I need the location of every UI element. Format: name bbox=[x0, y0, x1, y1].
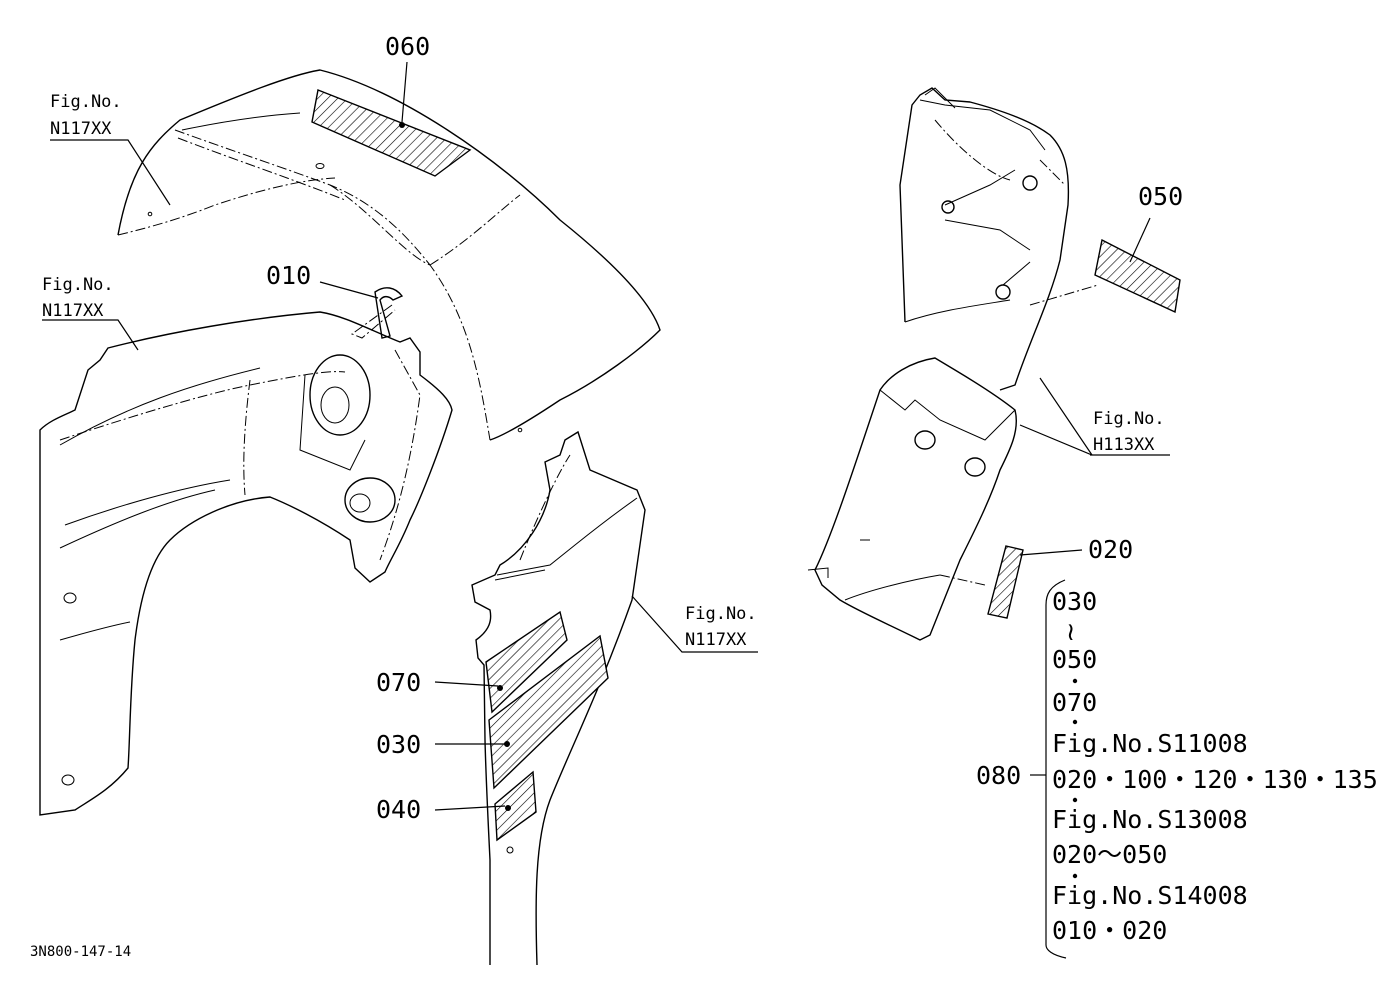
leader-lines bbox=[42, 61, 1170, 959]
decal-040 bbox=[494, 770, 537, 842]
kit-item: 010・020 bbox=[1052, 916, 1167, 945]
clip-010 bbox=[374, 287, 404, 339]
kit-item: 020・100・120・130・135 bbox=[1052, 765, 1378, 794]
part-label-010: 010 bbox=[266, 261, 311, 290]
kit-item: 020〜050 bbox=[1052, 840, 1167, 869]
kit-item: 050 bbox=[1052, 645, 1097, 674]
fig-ref-top-left-line1: Fig.No. bbox=[50, 92, 122, 112]
fig-ref-mid-left-line2: N117XX bbox=[42, 301, 104, 321]
part-label-030: 030 bbox=[376, 730, 421, 759]
kit-item: Fig.No.S13008 bbox=[1052, 805, 1248, 834]
kit-item: 030 bbox=[1052, 587, 1097, 616]
fig-ref-mid-left-line1: Fig.No. bbox=[42, 275, 114, 295]
fig-ref-center-line2: N117XX bbox=[685, 630, 747, 650]
decal-060 bbox=[311, 89, 472, 177]
fender-top-drawing bbox=[117, 69, 661, 441]
decal-050 bbox=[1094, 238, 1181, 314]
part-label-070: 070 bbox=[376, 668, 421, 697]
kit-item: 070 bbox=[1052, 688, 1097, 717]
part-label-080: 080 bbox=[976, 761, 1021, 790]
fig-ref-right-line1: Fig.No. bbox=[1093, 409, 1165, 429]
panel-right-lower-drawing bbox=[807, 357, 1017, 641]
kit-item: Fig.No.S14008 bbox=[1052, 881, 1248, 910]
part-label-050: 050 bbox=[1138, 182, 1183, 211]
kit-item: Fig.No.S11008 bbox=[1052, 729, 1248, 758]
fig-ref-center-line1: Fig.No. bbox=[685, 604, 757, 624]
diagram-code: 3N800-147-14 bbox=[30, 944, 131, 960]
fig-ref-right-line2: H113XX bbox=[1093, 435, 1155, 455]
fig-ref-top-left-line2: N117XX bbox=[50, 119, 112, 139]
panel-right-upper-drawing bbox=[899, 87, 1099, 391]
part-label-020: 020 bbox=[1088, 535, 1133, 564]
fender-left-drawing bbox=[39, 287, 453, 816]
part-label-040: 040 bbox=[376, 795, 421, 824]
part-label-060: 060 bbox=[385, 32, 430, 61]
kit-range-mark: ≀ bbox=[1066, 617, 1075, 646]
decal-070 bbox=[485, 610, 568, 714]
kit-list: 030 ≀ 050 070 Fig.No.S11008 020・100・120・… bbox=[1052, 587, 1378, 945]
panel-center-drawing bbox=[471, 430, 646, 966]
decal-020 bbox=[987, 545, 1024, 619]
decal-030 bbox=[488, 634, 609, 790]
